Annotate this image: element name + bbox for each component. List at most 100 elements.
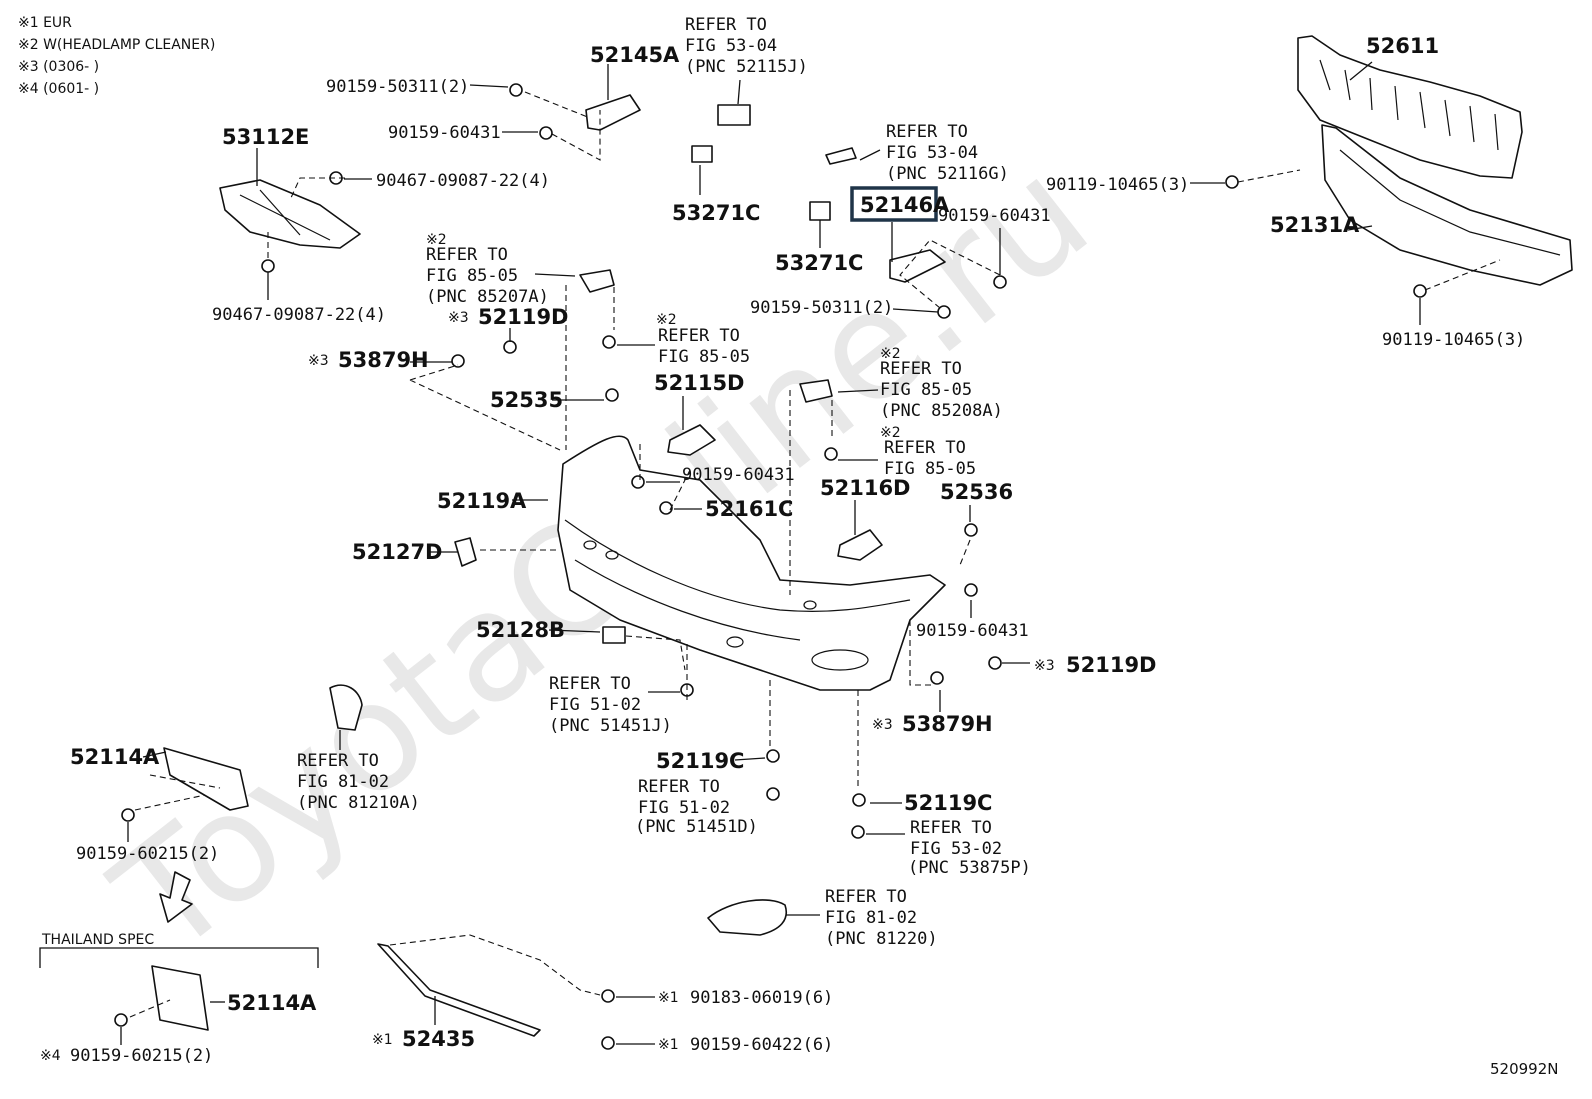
diagram-code: 520992N bbox=[1490, 1060, 1558, 1078]
bolt-icon bbox=[659, 501, 673, 515]
ref-note[interactable]: REFER TO FIG 51-02 (PNC 51451D) bbox=[635, 777, 758, 837]
part-label-90159-60215[interactable]: 90159-60215(2) bbox=[76, 844, 219, 864]
bracket-52115D bbox=[667, 424, 716, 456]
part-label-52119C[interactable]: 52119C bbox=[904, 791, 992, 815]
leader-lines bbox=[120, 61, 1421, 1045]
bolt-icon bbox=[451, 354, 465, 368]
bolt-icon bbox=[852, 793, 866, 807]
legend-item: ※4 (0601- ) bbox=[18, 81, 99, 97]
ref-line: (PNC 85207A) bbox=[426, 287, 549, 307]
clip-53271C bbox=[809, 201, 831, 221]
ref-line: REFER TO bbox=[638, 777, 720, 797]
ref-line: FIG 81-02 bbox=[297, 772, 389, 792]
part-label-90159-60431[interactable]: 90159-60431 bbox=[682, 465, 795, 485]
part-label-52119D[interactable]: 52119D bbox=[478, 305, 569, 329]
part-label-52119C[interactable]: 52119C bbox=[656, 749, 744, 773]
bolt-icon bbox=[605, 388, 619, 402]
fog-lamp-ref-icon bbox=[707, 899, 787, 936]
ref-note[interactable]: ※2 REFER TO FIG 85-05 (PNC 85208A) bbox=[880, 346, 1003, 421]
part-label-90159-50311[interactable]: 90159-50311(2) bbox=[326, 77, 469, 97]
ref-line: REFER TO bbox=[886, 122, 968, 142]
ref-note[interactable]: REFER TO FIG 81-02 (PNC 81220) bbox=[825, 887, 938, 949]
ref-note[interactable]: REFER TO FIG 53-02 (PNC 53875P) bbox=[908, 818, 1031, 878]
part-label-52127D[interactable]: 52127D bbox=[352, 540, 443, 564]
ref-line: FIG 85-05 bbox=[658, 347, 750, 367]
part-label-52435[interactable]: 52435 bbox=[402, 1027, 475, 1051]
ref-line: REFER TO bbox=[825, 887, 907, 907]
part-label-90119-10465[interactable]: 90119-10465(3) bbox=[1046, 175, 1189, 195]
part-label-53112E[interactable]: 53112E bbox=[222, 125, 309, 149]
part-label-53879H[interactable]: 53879H bbox=[338, 348, 429, 372]
ref-line: (PNC 51451D) bbox=[635, 817, 758, 837]
bolt-icon bbox=[993, 275, 1007, 289]
bolt-icon bbox=[121, 808, 135, 822]
ref-line: REFER TO bbox=[910, 818, 992, 838]
part-label-90119-10465[interactable]: 90119-10465(3) bbox=[1382, 330, 1525, 350]
bolt-icon bbox=[114, 1013, 128, 1027]
ref-note[interactable]: REFER TO FIG 51-02 (PNC 51451J) bbox=[549, 674, 672, 736]
assembly-lines bbox=[129, 91, 1501, 1018]
legend-item: ※2 W(HEADLAMP CLEANER) bbox=[18, 37, 215, 53]
bolt-icon bbox=[766, 787, 780, 801]
part-label-53271C[interactable]: 53271C bbox=[775, 251, 863, 275]
clip-53271C bbox=[691, 145, 713, 163]
part-label-52146A[interactable]: 52146A bbox=[860, 193, 950, 217]
part-label-90467-09087-22[interactable]: 90467-09087-22(4) bbox=[212, 305, 386, 325]
part-label-52536[interactable]: 52536 bbox=[940, 480, 1013, 504]
bracket-ref-icon bbox=[825, 147, 857, 165]
note-mark: ※2 bbox=[880, 425, 901, 441]
part-label-52119D[interactable]: 52119D bbox=[1066, 653, 1157, 677]
part-label-52114A[interactable]: 52114A bbox=[70, 745, 160, 769]
part-label-52535[interactable]: 52535 bbox=[490, 388, 563, 412]
part-label-52115D[interactable]: 52115D bbox=[654, 371, 745, 395]
ref-line: FIG 85-05 bbox=[884, 459, 976, 479]
part-label-52128B[interactable]: 52128B bbox=[476, 618, 565, 642]
part-label-52131A[interactable]: 52131A bbox=[1270, 213, 1360, 237]
bolt-icon bbox=[602, 335, 616, 349]
license-bracket-52114A bbox=[163, 747, 249, 811]
cap-52127D bbox=[454, 537, 477, 567]
ref-note[interactable]: ※2 REFER TO FIG 85-05 bbox=[880, 425, 976, 479]
part-label-52116D[interactable]: 52116D bbox=[820, 476, 911, 500]
bolt-icon bbox=[766, 749, 780, 763]
part-label-52145A[interactable]: 52145A bbox=[590, 43, 680, 67]
ref-line: (PNC 51451J) bbox=[549, 716, 672, 736]
legend: ※1 EUR ※2 W(HEADLAMP CLEANER) ※3 (0306- … bbox=[18, 15, 215, 97]
part-label-90467-09087-22[interactable]: 90467-09087-22(4) bbox=[376, 171, 550, 191]
ref-line: FIG 53-04 bbox=[886, 143, 978, 163]
license-bracket-52114A bbox=[151, 965, 209, 1031]
part-label-52119A[interactable]: 52119A bbox=[437, 489, 527, 513]
ref-note[interactable]: ※2 REFER TO FIG 85-05 bbox=[656, 312, 750, 367]
part-label-52611[interactable]: 52611 bbox=[1366, 34, 1439, 58]
part-label-90159-50311[interactable]: 90159-50311(2) bbox=[750, 298, 893, 318]
ref-line: (PNC 81220) bbox=[825, 929, 938, 949]
bolt-icon bbox=[824, 447, 838, 461]
part-label-90183-06019[interactable]: 90183-06019(6) bbox=[690, 988, 833, 1008]
ref-line: (PNC 53875P) bbox=[908, 858, 1031, 878]
ref-note[interactable]: REFER TO FIG 81-02 (PNC 81210A) bbox=[297, 751, 420, 813]
note-mark: ※3 bbox=[308, 353, 329, 369]
washer-ref-icon bbox=[329, 684, 363, 731]
part-label-90159-60215[interactable]: 90159-60215(2) bbox=[70, 1046, 213, 1066]
part-label-90159-60431[interactable]: 90159-60431 bbox=[938, 206, 1051, 226]
part-label-90159-60431[interactable]: 90159-60431 bbox=[388, 123, 501, 143]
note-mark: ※2 bbox=[656, 312, 677, 328]
ref-note[interactable]: REFER TO FIG 53-04 (PNC 52116G) bbox=[886, 122, 1009, 184]
ref-note[interactable]: ※2 REFER TO FIG 85-05 (PNC 85207A) bbox=[426, 232, 549, 307]
ref-line: FIG 51-02 bbox=[549, 695, 641, 715]
ref-note[interactable]: REFER TO FIG 53-04 (PNC 52115J) bbox=[685, 15, 808, 77]
bracket-ref-icon bbox=[799, 379, 833, 403]
note-mark: ※3 bbox=[1034, 658, 1055, 674]
ref-line: FIG 81-02 bbox=[825, 908, 917, 928]
part-label-90159-60431[interactable]: 90159-60431 bbox=[916, 621, 1029, 641]
bolt-icon bbox=[1413, 284, 1427, 298]
thailand-spec-frame bbox=[39, 947, 319, 968]
note-mark: ※3 bbox=[872, 717, 893, 733]
part-label-53271C[interactable]: 53271C bbox=[672, 201, 760, 225]
part-label-52114A[interactable]: 52114A bbox=[227, 991, 317, 1015]
part-label-52161C[interactable]: 52161C bbox=[705, 497, 793, 521]
ref-line: (PNC 85208A) bbox=[880, 401, 1003, 421]
part-label-90159-60422[interactable]: 90159-60422(6) bbox=[690, 1035, 833, 1055]
ref-line: FIG 53-04 bbox=[685, 36, 777, 56]
part-label-53879H[interactable]: 53879H bbox=[902, 712, 993, 736]
